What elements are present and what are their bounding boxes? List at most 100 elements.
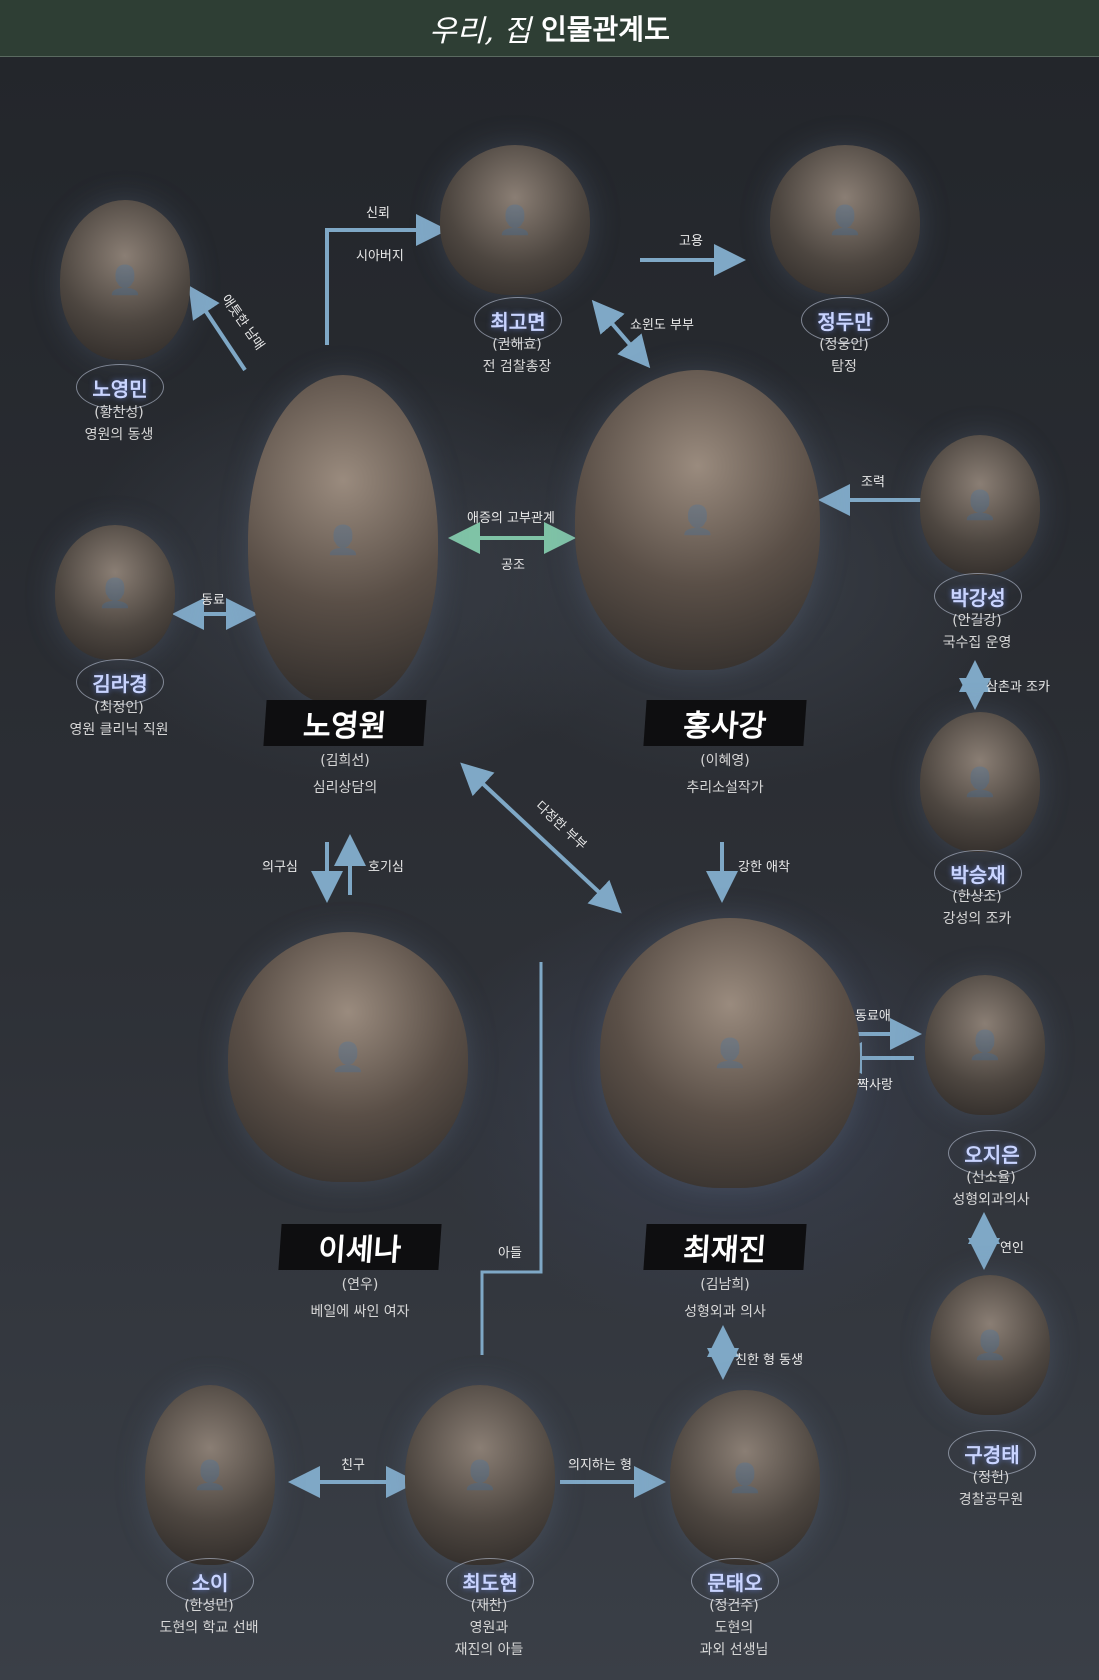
label-trust: 신뢰 bbox=[366, 206, 390, 221]
label-reliable-brother: 의지하는 형 bbox=[568, 1458, 632, 1473]
role-noyeongwon: 심리상담의 bbox=[312, 780, 378, 796]
role-isena: 베일에 싸인 여자 bbox=[310, 1304, 410, 1320]
portrait-isena: 👤 bbox=[228, 932, 468, 1182]
role-jeongduman: 탐정 bbox=[831, 359, 857, 375]
portrait-gugyeongtae: 👤 bbox=[930, 1275, 1050, 1415]
arrow-affectionate bbox=[460, 762, 622, 914]
name-parkganseong: 박강성 bbox=[934, 573, 1022, 619]
role-choegomyeon: 전 검찰총장 bbox=[482, 359, 552, 375]
label-close-brothers: 친한 형 동생 bbox=[735, 1353, 804, 1368]
actor-ojieun: (신소율) bbox=[966, 1170, 1016, 1186]
person-icon: 👤 bbox=[967, 1028, 1003, 1062]
label-son: 아들 bbox=[498, 1246, 522, 1261]
label-strong-attachment: 강한 애착 bbox=[738, 860, 790, 875]
role-parkganseong: 국수집 운영 bbox=[942, 635, 1012, 651]
person-icon: 👤 bbox=[325, 523, 361, 557]
role-ojieun: 성형외과의사 bbox=[952, 1192, 1030, 1208]
label-hire: 고용 bbox=[679, 234, 703, 249]
label-uncle-nephew: 삼촌과 조카 bbox=[986, 680, 1050, 695]
actor-muntaeo: (정건주) bbox=[709, 1598, 759, 1614]
person-icon: 👤 bbox=[827, 203, 863, 237]
person-icon: 👤 bbox=[97, 576, 133, 609]
role-noyeongmin: 영원의 동생 bbox=[84, 427, 154, 443]
portrait-choedohyeon: 👤 bbox=[405, 1385, 555, 1565]
name-jeongduman: 정두만 bbox=[801, 297, 889, 343]
name-isena: 이세나 bbox=[278, 1224, 442, 1270]
person-icon: 👤 bbox=[712, 1036, 748, 1070]
label-friend: 친구 bbox=[341, 1458, 365, 1473]
portrait-hongsagang: 👤 bbox=[575, 370, 820, 670]
name-choejaejin: 최재진 bbox=[643, 1224, 807, 1270]
person-icon: 👤 bbox=[107, 263, 143, 297]
role-parkseungjae: 강성의 조카 bbox=[942, 911, 1012, 927]
name-kimragyeong: 김라경 bbox=[76, 659, 164, 705]
role-kimragyeong: 영원 클리닉 직원 bbox=[69, 722, 169, 738]
person-icon: 👤 bbox=[462, 1458, 498, 1492]
role2-muntaeo: 과외 선생님 bbox=[699, 1642, 769, 1658]
label-showwindow: 쇼윈도 부부 bbox=[630, 318, 694, 333]
title-bar: 우리, 집 인물관계도 bbox=[0, 0, 1099, 57]
label-curiosity: 호기심 bbox=[368, 860, 404, 875]
show-title: 우리, 집 bbox=[429, 14, 532, 49]
person-icon: 👤 bbox=[962, 765, 998, 799]
actor-parkganseong: (안길강) bbox=[952, 613, 1002, 629]
role-gugyeongtae: 경찰공무원 bbox=[958, 1492, 1024, 1508]
portrait-noyeongwon: 👤 bbox=[248, 375, 438, 705]
label-crush: 짝사랑 bbox=[857, 1078, 893, 1093]
name-noyeongmin: 노영민 bbox=[76, 364, 164, 410]
name-gugyeongtae: 구경태 bbox=[948, 1430, 1036, 1476]
actor-choejaejin: (김남희) bbox=[700, 1277, 750, 1293]
page-title: 인물관계도 bbox=[541, 13, 670, 46]
label-father-in-law: 시아버지 bbox=[356, 249, 404, 264]
arrow-showwindow bbox=[591, 299, 651, 369]
portrait-soi: 👤 bbox=[145, 1385, 275, 1565]
name-choegomyeon: 최고면 bbox=[474, 297, 562, 343]
portrait-noyeongmin: 👤 bbox=[60, 200, 190, 360]
actor-kimragyeong: (최정인) bbox=[94, 700, 144, 716]
name-parkseungjae: 박승재 bbox=[934, 850, 1022, 896]
person-icon: 👤 bbox=[192, 1458, 228, 1492]
label-suspicion: 의구심 bbox=[262, 860, 298, 875]
actor-noyeongmin: (황찬성) bbox=[94, 405, 144, 421]
person-icon: 👤 bbox=[680, 503, 715, 537]
label-cooperate: 조력 bbox=[861, 475, 885, 490]
arrow-siblings bbox=[188, 285, 247, 372]
role-muntaeo: 도현의 bbox=[714, 1620, 754, 1636]
line-son bbox=[480, 962, 543, 1355]
label-conspire: 공조 bbox=[501, 558, 525, 573]
actor-jeongduman: (정웅인) bbox=[819, 337, 869, 353]
portrait-muntaeo: 👤 bbox=[670, 1390, 820, 1565]
role2-choedohyeon: 재진의 아들 bbox=[454, 1642, 524, 1658]
arrow-trust bbox=[325, 214, 448, 345]
name-hongsagang: 홍사강 bbox=[643, 700, 807, 746]
name-ojieun: 오지은 bbox=[948, 1130, 1036, 1176]
person-icon: 👤 bbox=[972, 1328, 1008, 1362]
portrait-parkseungjae: 👤 bbox=[920, 712, 1040, 852]
actor-choegomyeon: (권해효) bbox=[492, 337, 542, 353]
role-hongsagang: 추리소설작가 bbox=[686, 780, 764, 796]
actor-hongsagang: (이혜영) bbox=[700, 753, 750, 769]
name-soi: 소이 bbox=[166, 1558, 254, 1604]
portrait-kimragyeong: 👤 bbox=[55, 525, 175, 660]
actor-gugyeongtae: (정헌) bbox=[972, 1470, 1010, 1486]
label-coworker: 동료 bbox=[201, 593, 225, 608]
portrait-parkganseong: 👤 bbox=[920, 435, 1040, 575]
portrait-jeongduman: 👤 bbox=[770, 145, 920, 295]
person-icon: 👤 bbox=[727, 1461, 763, 1494]
label-love-hate: 애증의 고부관계 bbox=[467, 511, 555, 526]
actor-parkseungjae: (한상조) bbox=[952, 889, 1002, 905]
label-coworker-love: 동료애 bbox=[855, 1009, 891, 1024]
person-icon: 👤 bbox=[330, 1040, 366, 1074]
portrait-ojieun: 👤 bbox=[925, 975, 1045, 1115]
actor-soi: (한성민) bbox=[184, 1598, 234, 1614]
actor-noyeongwon: (김희선) bbox=[320, 753, 370, 769]
portrait-choejaejin: 👤 bbox=[600, 918, 860, 1188]
name-choedohyeon: 최도현 bbox=[446, 1558, 534, 1604]
role-choejaejin: 성형외과 의사 bbox=[684, 1304, 766, 1320]
name-muntaeo: 문태오 bbox=[691, 1558, 779, 1604]
name-noyeongwon: 노영원 bbox=[263, 700, 427, 746]
person-icon: 👤 bbox=[497, 203, 533, 237]
role-choedohyeon: 영원과 bbox=[469, 1620, 509, 1636]
person-icon: 👤 bbox=[962, 488, 998, 522]
